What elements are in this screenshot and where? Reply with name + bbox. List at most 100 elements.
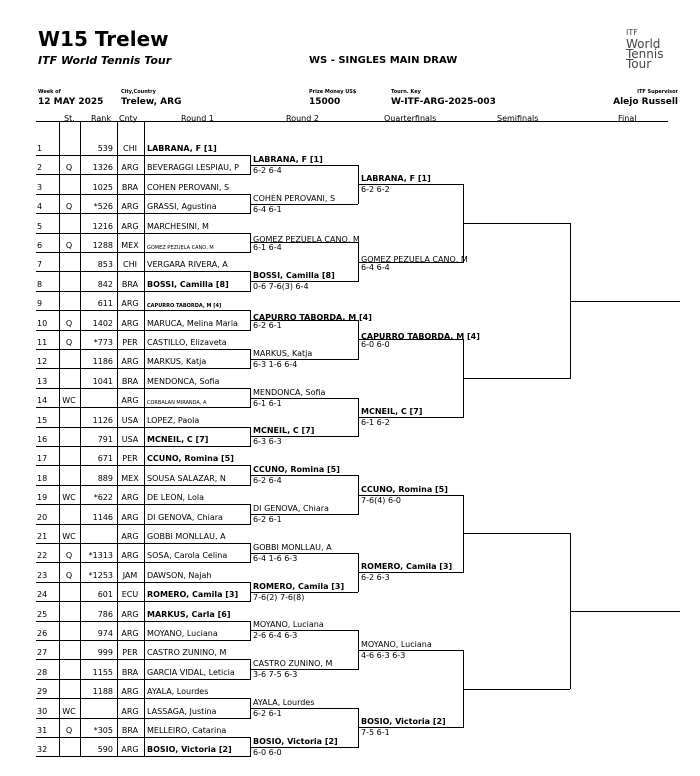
player-name: GOMEZ PEZUELA CANO, M xyxy=(147,245,214,251)
qf-winner: CAPURRO TABORDA, M [4] xyxy=(361,332,480,342)
row-line-9 xyxy=(36,310,250,312)
row-number: 14 xyxy=(37,396,48,406)
player-name: GARCIA VIDAL, Leticia xyxy=(147,667,235,677)
row-number: 30 xyxy=(37,706,48,716)
city-value: Trelew, ARG xyxy=(121,97,182,107)
player-country: ARG xyxy=(121,396,139,406)
player-rank: 1155 xyxy=(92,667,113,677)
player-rank: 889 xyxy=(97,473,113,483)
row-line-29 xyxy=(36,698,250,700)
r2-score: 7-6(2) 7-6(8) xyxy=(253,592,305,602)
r2-score: 6-1 6-4 xyxy=(253,243,282,253)
sf-line xyxy=(463,533,570,535)
r2-winner: MCNEIL, C [7] xyxy=(253,426,315,436)
player-country: CHI xyxy=(123,144,137,153)
row-number: 23 xyxy=(37,570,48,580)
qf-winner-line xyxy=(358,727,463,729)
player-country: JAM xyxy=(122,570,138,580)
col-rank: Rank xyxy=(91,114,111,123)
player-name: CASTILLO, Elizaveta xyxy=(147,338,227,347)
player-rank: *622 xyxy=(93,493,113,503)
row-line-22 xyxy=(36,562,250,564)
row-line-3 xyxy=(36,193,250,195)
row-line-21 xyxy=(36,543,250,544)
table-col-divider-1 xyxy=(80,122,81,757)
col-cnty: Cnty xyxy=(119,114,138,123)
row-line-26 xyxy=(36,640,250,641)
player-rank: *305 xyxy=(93,726,113,735)
player-country: MEX xyxy=(121,473,139,483)
row-number: 9 xyxy=(37,299,43,309)
r2-winner: GOBBI MONLLAU, A xyxy=(253,542,332,552)
r2-winner-line xyxy=(250,281,358,283)
player-country: ECU xyxy=(121,590,139,600)
r2-winner: ROMERO, Camila [3] xyxy=(253,581,345,591)
player-country: BRA xyxy=(121,182,139,192)
r2-winner-line xyxy=(250,591,358,593)
player-rank: 974 xyxy=(97,629,113,638)
player-name: MARCHESINI, M xyxy=(147,221,209,231)
player-rank: 611 xyxy=(97,299,113,309)
qf-winner-line xyxy=(358,416,463,418)
col-quarterfinals: Quarterfinals xyxy=(384,114,437,123)
row-line-17 xyxy=(36,465,250,467)
col-round1: Round 1 xyxy=(181,114,214,123)
player-country: ARG xyxy=(121,163,139,173)
r2-score: 6-2 6-1 xyxy=(253,320,282,330)
player-name: SOUSA SALAZAR, N xyxy=(147,473,226,483)
r2-winner-line xyxy=(250,397,358,399)
player-name: AYALA, Lourdes xyxy=(147,687,209,697)
qf-winner-line xyxy=(358,261,463,263)
r2-score: 6-3 1-6 6-4 xyxy=(253,359,298,369)
r2-score: 2-6 6-4 6-3 xyxy=(253,631,298,641)
prize-label: Prize Money US$ xyxy=(309,89,357,95)
col-semifinals: Semifinals xyxy=(497,114,539,123)
row-line-2 xyxy=(36,174,250,176)
r2-winner: DI GENOVA, Chiara xyxy=(253,503,329,513)
player-rank: 1402 xyxy=(92,318,113,328)
player-status: Q xyxy=(65,163,73,173)
row-number: 1 xyxy=(37,144,43,153)
player-country: ARG xyxy=(121,512,139,522)
player-name: CAPURRO TABORDA, M [4] xyxy=(147,303,222,310)
table-col-divider-2 xyxy=(117,122,118,757)
player-status: Q xyxy=(65,202,73,212)
r2-winner: MENDONCA, Sofia xyxy=(253,387,326,397)
player-name: CORBALAN MIRANDA, A xyxy=(147,400,207,407)
player-rank: 1326 xyxy=(92,163,113,173)
qf-score: 7-5 6-1 xyxy=(361,728,390,738)
r2-score: 0-6 7-6(3) 6-4 xyxy=(253,282,309,292)
row-line-32 xyxy=(36,756,250,758)
row-line-13 xyxy=(36,387,250,389)
player-name: LOPEZ, Paola xyxy=(147,415,200,425)
row-line-11 xyxy=(36,349,250,350)
col-st: St. xyxy=(64,114,75,123)
r2-score: 6-2 6-1 xyxy=(253,708,282,718)
row-number: 18 xyxy=(37,473,48,483)
player-status: Q xyxy=(65,338,73,347)
row-line-7 xyxy=(36,271,250,273)
player-rank: 601 xyxy=(97,590,113,600)
itf-logo-brand: ITF xyxy=(626,28,638,37)
row-line-8 xyxy=(36,290,250,292)
r2-winner: MARKUS, Katja xyxy=(253,348,313,358)
row-number: 20 xyxy=(37,512,48,522)
itf-logo: ITF World Tennis Tour xyxy=(626,28,682,70)
row-number: 10 xyxy=(37,318,48,328)
prize-value: 15000 xyxy=(309,97,341,107)
player-rank: 791 xyxy=(97,435,113,444)
player-status: Q xyxy=(65,318,73,328)
player-name: ROMERO, Camila [3] xyxy=(147,590,239,600)
qf-winner-line xyxy=(358,649,463,651)
row-number: 3 xyxy=(37,182,43,192)
row-line-28 xyxy=(36,678,250,680)
player-rank: 1126 xyxy=(92,415,113,425)
col-round2: Round 2 xyxy=(286,114,319,123)
qf-score: 6-2 6-2 xyxy=(361,185,390,195)
row-number: 15 xyxy=(37,415,48,425)
row-line-18 xyxy=(36,484,250,486)
row-line-16 xyxy=(36,446,250,447)
player-country: ARG xyxy=(121,551,139,561)
r2-winner-line xyxy=(250,358,358,360)
player-country: ARG xyxy=(121,318,139,328)
